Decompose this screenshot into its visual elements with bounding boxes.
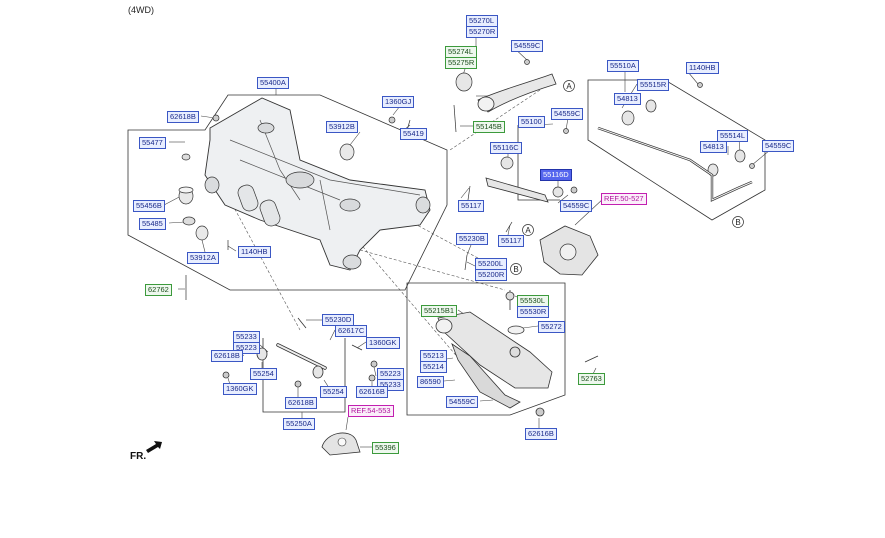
part-label-55270[interactable]: 55270L 55270R <box>466 15 499 38</box>
part-label-55200[interactable]: 55200L 55200R <box>475 258 508 281</box>
part-label-54559c-4[interactable]: 54559C <box>560 200 593 212</box>
part-label-55233-group[interactable]: 55233 55223 <box>233 331 260 354</box>
part-label-62762[interactable]: 62762 <box>145 284 172 296</box>
part-label-55275r[interactable]: 55275R <box>445 57 478 69</box>
part-label-1140hb-1[interactable]: 1140HB <box>686 62 719 74</box>
stabilizer-bar-highlight <box>597 127 753 201</box>
part-label-54559c-2[interactable]: 54559C <box>551 108 584 120</box>
part-label-55116c[interactable]: 55116C <box>490 142 522 154</box>
part-label-55485[interactable]: 55485 <box>139 218 166 230</box>
lower-arm <box>435 290 599 417</box>
part-label-52763[interactable]: 52763 <box>578 373 605 385</box>
part-label-55145b[interactable]: 55145B <box>473 121 505 133</box>
links <box>222 73 557 388</box>
front-arrow-icon <box>146 441 162 453</box>
lower-arm-frame <box>406 282 566 416</box>
callout-a1: A <box>566 82 572 91</box>
part-label-55456b[interactable]: 55456B <box>133 200 165 212</box>
part-label-55100[interactable]: 55100 <box>518 116 545 128</box>
part-label-55510a[interactable]: 55510A <box>607 60 639 72</box>
part-label-54559c-5[interactable]: 54559C <box>446 396 479 408</box>
part-label-1360gk-1[interactable]: 1360GK <box>366 337 400 349</box>
part-label-55477[interactable]: 55477 <box>139 137 166 149</box>
part-label-1360gj[interactable]: 1360GJ <box>382 96 415 108</box>
part-label-54813-1[interactable]: 54813 <box>614 93 641 105</box>
part-label-55400a[interactable]: 55400A <box>257 77 289 89</box>
callout-b1: B <box>735 218 740 227</box>
part-label-53912a[interactable]: 53912A <box>187 252 219 264</box>
part-label-55215b1[interactable]: 55215B1 <box>421 305 458 317</box>
part-label-55530[interactable]: 55530L 55530R <box>517 295 550 318</box>
part-label-55270r[interactable]: 55270R <box>466 26 499 38</box>
part-label-1360gk-2[interactable]: 1360GK <box>223 383 257 395</box>
part-label-54813-2[interactable]: 54813 <box>700 141 727 153</box>
part-label-62618b-2[interactable]: 62618B <box>211 350 243 362</box>
ref-label-50-527[interactable]: REF.50-527 <box>601 193 647 205</box>
part-label-55514l[interactable]: 55514L <box>717 130 749 142</box>
variant-header: (4WD) <box>128 5 154 15</box>
ref-label-54-553[interactable]: REF.54-553 <box>348 405 394 417</box>
part-label-55274[interactable]: 55274L 55275R <box>445 46 478 69</box>
part-label-55530r[interactable]: 55530R <box>517 306 550 318</box>
part-label-55117-1[interactable]: 55117 <box>458 200 485 212</box>
subframe-body <box>204 97 431 271</box>
callout-a2: A <box>525 226 531 235</box>
part-label-55272[interactable]: 55272 <box>538 321 565 333</box>
part-label-55116d[interactable]: 55116D <box>540 169 572 181</box>
part-label-55419[interactable]: 55419 <box>400 128 427 140</box>
callout-circle-b2 <box>510 263 522 275</box>
part-label-53912b[interactable]: 53912B <box>326 121 358 133</box>
bracket-hole <box>337 437 347 447</box>
part-label-55214[interactable]: 55214 <box>420 361 447 373</box>
part-label-55230b[interactable]: 55230B <box>456 233 488 245</box>
part-label-54559c-1[interactable]: 54559C <box>511 40 544 52</box>
part-label-62618b-1[interactable]: 62618B <box>167 111 199 123</box>
part-label-1140hb-2[interactable]: 1140HB <box>238 246 271 258</box>
part-label-55250a[interactable]: 55250A <box>283 418 315 430</box>
part-label-55515r[interactable]: 55515R <box>637 79 670 91</box>
part-label-62618b-3[interactable]: 62618B <box>285 397 317 409</box>
callout-circle-b1 <box>732 216 744 228</box>
part-label-62616b-1[interactable]: 62616B <box>356 386 388 398</box>
subframe-frame <box>127 94 448 291</box>
part-label-55213-group[interactable]: 55213 55214 <box>420 350 447 373</box>
part-label-54559c-3[interactable]: 54559C <box>762 140 795 152</box>
part-label-55200r[interactable]: 55200R <box>475 269 508 281</box>
part-label-55254-2[interactable]: 55254 <box>320 386 347 398</box>
part-label-86590[interactable]: 86590 <box>417 376 444 388</box>
callout-circle-a1 <box>563 80 575 92</box>
callout-circle-a2 <box>522 224 534 236</box>
part-label-55396[interactable]: 55396 <box>372 442 399 454</box>
part-label-55254-1[interactable]: 55254 <box>250 368 277 380</box>
part-label-62617c[interactable]: 62617C <box>335 325 368 337</box>
small-parts <box>178 59 755 300</box>
direction-label: FR. <box>130 451 147 462</box>
callout-b2: B <box>513 265 518 274</box>
part-label-55117-2[interactable]: 55117 <box>498 235 525 247</box>
part-label-62616b-2[interactable]: 62616B <box>525 428 557 440</box>
knuckle-hub <box>559 243 577 261</box>
